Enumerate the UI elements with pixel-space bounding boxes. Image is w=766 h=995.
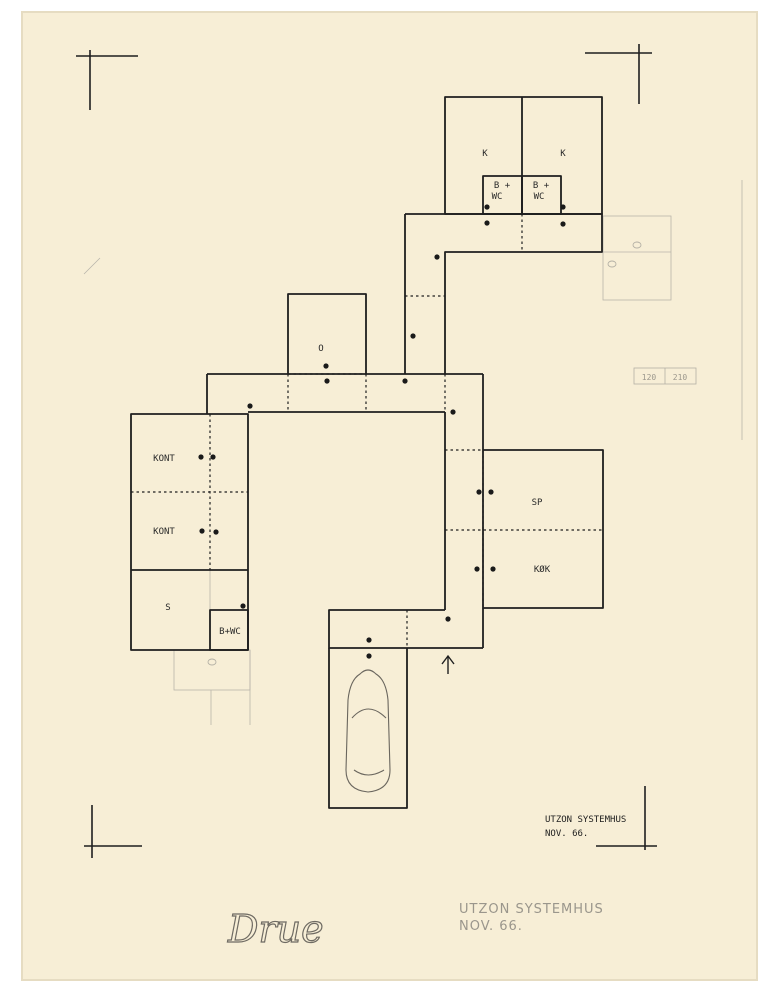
room-label-bwc-left-1: B + xyxy=(494,181,511,191)
dimension-a: 120 xyxy=(642,373,657,382)
upper-corridor-outline xyxy=(405,213,603,374)
car-body xyxy=(345,669,391,793)
room-label-o: O xyxy=(318,344,323,354)
room-label-sp: SP xyxy=(532,498,543,508)
room-label-s: S xyxy=(165,603,170,613)
pencil-circles xyxy=(207,241,642,666)
office-block xyxy=(130,413,249,651)
entry-arrow-icon xyxy=(441,654,455,674)
entry-corridor-outline xyxy=(328,609,483,649)
pencil-title-line-1: UTZON SYSTEMHUS xyxy=(459,902,604,917)
room-label-kok: KØK xyxy=(534,564,551,575)
title-block-line-2: NOV. 66. xyxy=(545,829,588,839)
room-label-kont-2: KONT xyxy=(153,527,175,537)
garage-outline xyxy=(328,648,408,809)
dimension-b: 210 xyxy=(673,373,688,382)
ink-walls xyxy=(130,96,604,809)
room-label-bwc-bottom: B+WC xyxy=(219,627,241,637)
car-windshield xyxy=(351,708,387,719)
ink-dots xyxy=(198,204,566,659)
car-rear-window xyxy=(353,769,385,776)
room-o-outline xyxy=(287,293,367,374)
pencil-circle-1 xyxy=(632,241,642,249)
room-label-k-left: K xyxy=(482,149,488,159)
car-icon xyxy=(345,669,391,793)
room-label-bwc-left-2: WC xyxy=(492,192,503,202)
room-label-bwc-right-2: WC xyxy=(534,192,545,202)
pencil-circle-3 xyxy=(207,658,217,666)
title-block-line-1: UTZON SYSTEMHUS xyxy=(545,815,626,825)
room-label-k-right: K xyxy=(560,149,566,159)
pencil-circle-2 xyxy=(607,260,617,268)
pencil-title-line-2: NOV. 66. xyxy=(459,919,523,934)
pencil-tick-left xyxy=(83,257,101,275)
room-label-bwc-right-1: B + xyxy=(533,181,550,191)
pencil-signature: Drue xyxy=(227,907,324,951)
crop-marks xyxy=(76,44,657,858)
bathroom-bottom xyxy=(209,609,249,651)
room-label-kont-1: KONT xyxy=(153,454,175,464)
pencil-box-right xyxy=(602,215,672,301)
paper-background xyxy=(22,12,757,980)
paper-shadow-edge xyxy=(21,11,758,981)
dashed-divisions xyxy=(131,214,603,648)
dimension-note: 120 210 xyxy=(633,367,697,385)
